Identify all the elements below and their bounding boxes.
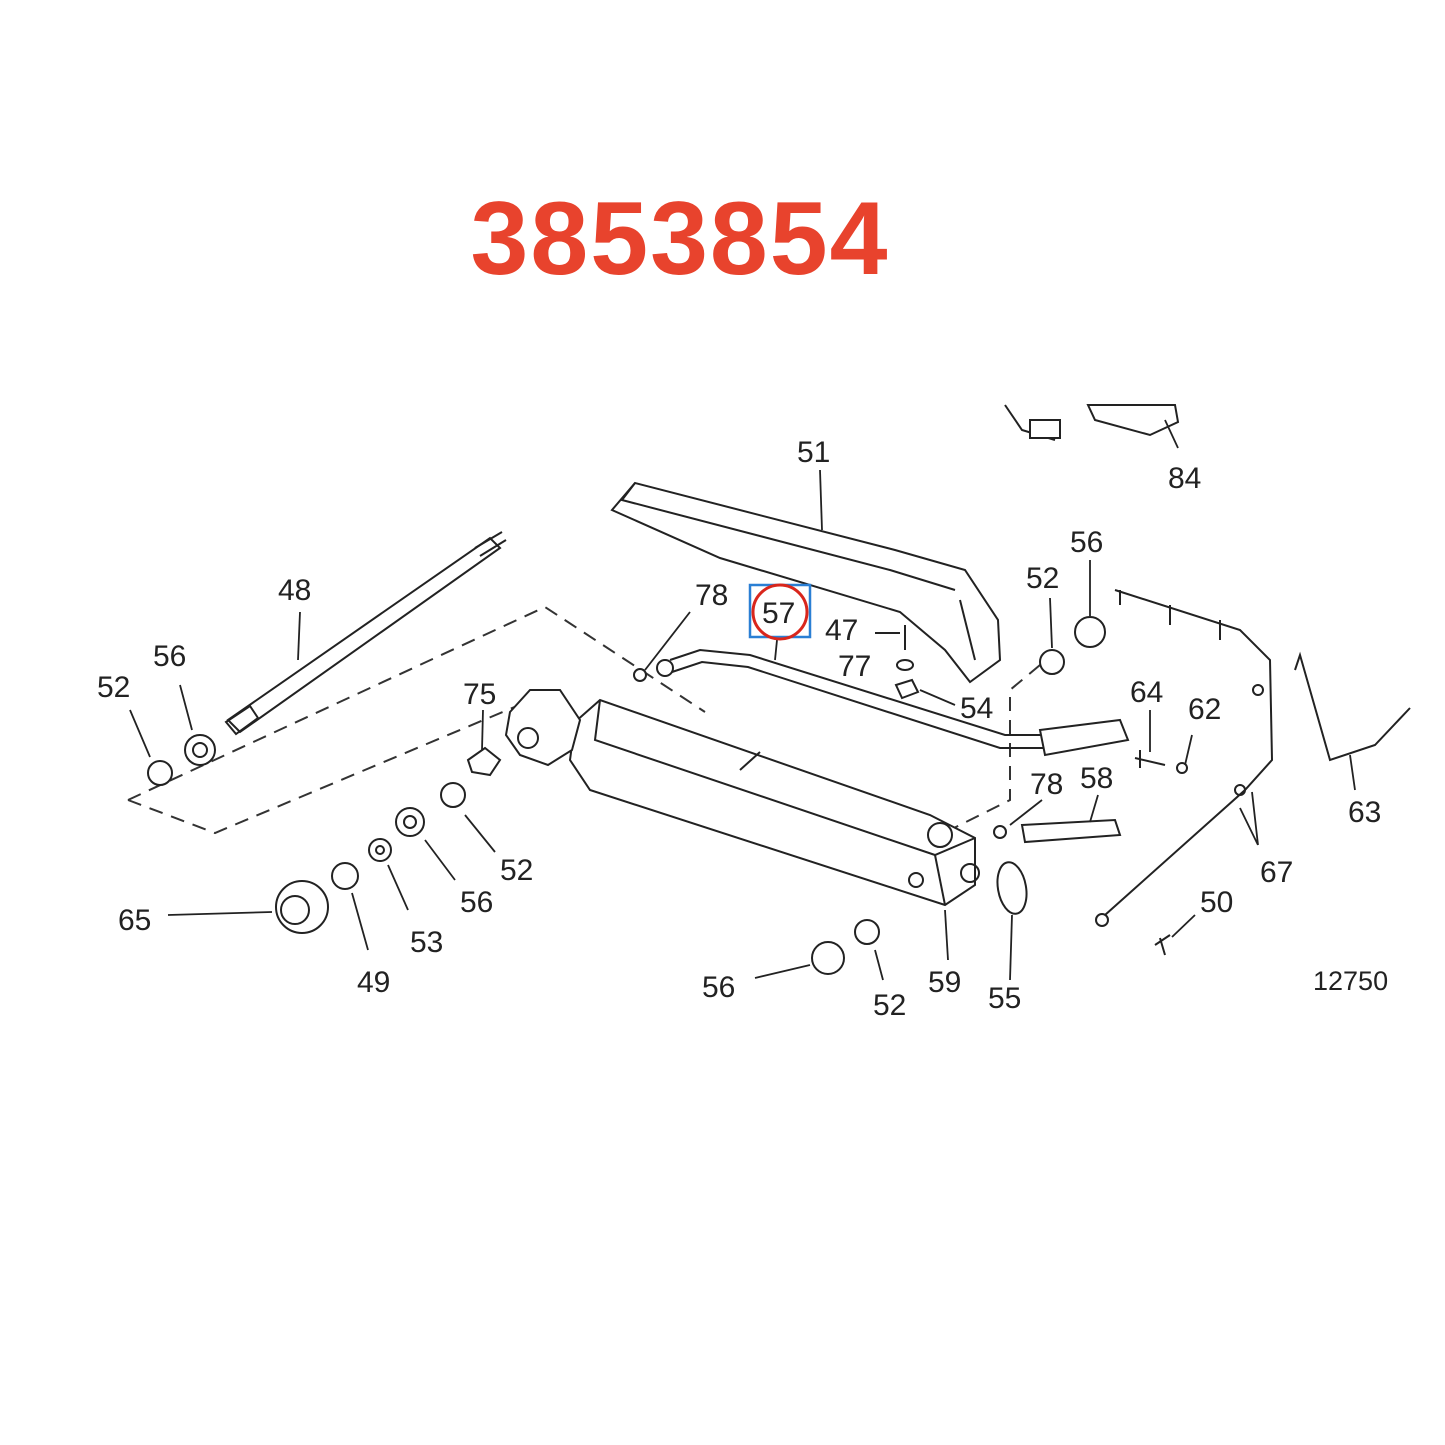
callout-53: 53: [410, 926, 443, 959]
callout-67: 67: [1260, 856, 1293, 889]
part-67-bracket: [1095, 589, 1274, 927]
callout-56: 56: [702, 971, 735, 1004]
small-hardware: [147, 616, 1188, 975]
callout-78: 78: [695, 579, 728, 612]
callout-56: 56: [460, 886, 493, 919]
highlight-circle: [751, 583, 809, 641]
callout-56: 56: [153, 640, 186, 673]
part-57-tube: [656, 648, 1130, 757]
part-63-wire: [1294, 651, 1411, 762]
callout-54: 54: [960, 692, 993, 725]
callout-51: 51: [797, 436, 830, 469]
callout-48: 48: [278, 574, 311, 607]
callout-52: 52: [97, 671, 130, 704]
part-51-cover: [610, 481, 1002, 684]
callout-52: 52: [873, 989, 906, 1022]
callout-59: 59: [928, 966, 961, 999]
part-number-title: 3853854: [470, 181, 890, 297]
callout-55: 55: [988, 982, 1021, 1015]
part-48-shaft: [224, 531, 507, 736]
callout-78: 78: [1030, 768, 1063, 801]
callout-75: 75: [463, 678, 496, 711]
callout-64: 64: [1130, 676, 1163, 709]
part-55-plate: [996, 861, 1028, 915]
callout-65: 65: [118, 904, 151, 937]
leader-lines: [129, 419, 1356, 981]
callout-56: 56: [1070, 526, 1103, 559]
callout-63: 63: [1348, 796, 1381, 829]
callout-77: 77: [838, 650, 871, 683]
callout-49: 49: [357, 966, 390, 999]
callout-47: 47: [825, 614, 858, 647]
callout-58: 58: [1080, 762, 1113, 795]
dashed-group-outline: [127, 605, 706, 801]
callout-52: 52: [1026, 562, 1059, 595]
callout-50: 50: [1200, 886, 1233, 919]
callout-57: 57: [762, 597, 795, 630]
part-59-cylinder: [568, 698, 980, 907]
callout-62: 62: [1188, 693, 1221, 726]
part-58-fitting: [1020, 818, 1122, 844]
callout-52: 52: [500, 854, 533, 887]
part-84-block: [1004, 404, 1180, 441]
figure-number: 12750: [1313, 966, 1388, 996]
callout-84: 84: [1168, 462, 1201, 495]
ball-end-fitting: [504, 689, 582, 767]
